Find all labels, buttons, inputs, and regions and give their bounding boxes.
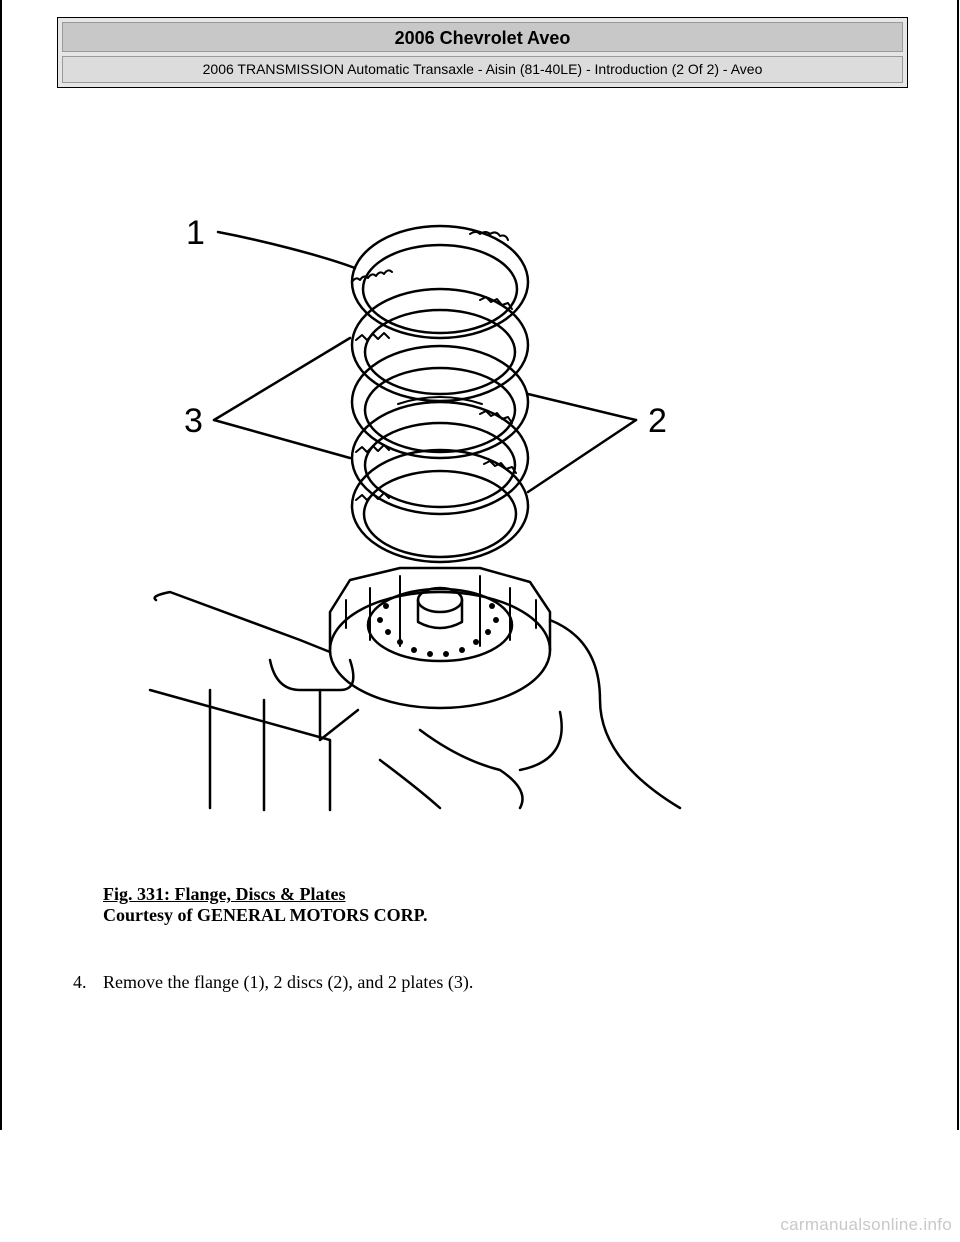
flange-ring bbox=[350, 224, 530, 340]
flange-discs-plates-illustration: 1 2 3 bbox=[148, 214, 682, 812]
clutch-hub bbox=[328, 566, 552, 710]
callout-1-label: 1 bbox=[186, 214, 205, 252]
figure-caption-title: Fig. 331: Flange, Discs & Plates bbox=[103, 884, 346, 904]
figure-caption-credit: Courtesy of GENERAL MOTORS CORP. bbox=[103, 905, 428, 925]
callout-3-label: 3 bbox=[184, 402, 203, 440]
callout-1-leader bbox=[216, 230, 357, 270]
page-border-right bbox=[957, 0, 959, 1130]
plate-ring-lower bbox=[350, 448, 530, 564]
header-title: 2006 Chevrolet Aveo bbox=[394, 28, 571, 48]
callout-2-leader-lower bbox=[526, 418, 638, 494]
callout-2-leader-upper bbox=[526, 392, 638, 422]
document-header: 2006 Chevrolet Aveo 2006 TRANSMISSION Au… bbox=[57, 17, 908, 88]
watermark: carmanualsonline.info bbox=[780, 1215, 952, 1234]
step-number: 4. bbox=[73, 972, 87, 992]
callout-2-label: 2 bbox=[648, 402, 667, 440]
header-subtitle: 2006 TRANSMISSION Automatic Transaxle - … bbox=[202, 61, 763, 77]
step-text: Remove the flange (1), 2 discs (2), and … bbox=[103, 972, 474, 992]
header-subtitle-bar: 2006 TRANSMISSION Automatic Transaxle - … bbox=[62, 56, 903, 83]
callout-3-leader-lower bbox=[212, 418, 352, 460]
header-title-bar: 2006 Chevrolet Aveo bbox=[62, 22, 903, 52]
transaxle-case bbox=[148, 590, 682, 812]
plate-ring-upper bbox=[350, 344, 530, 460]
page-border-left bbox=[0, 0, 2, 1130]
callout-3-leader-upper bbox=[212, 336, 352, 422]
figure-caption: Fig. 331: Flange, Discs & Plates Courtes… bbox=[103, 884, 428, 926]
disc-ring-lower bbox=[350, 400, 530, 516]
procedure-step: 4. Remove the flange (1), 2 discs (2), an… bbox=[73, 972, 473, 993]
